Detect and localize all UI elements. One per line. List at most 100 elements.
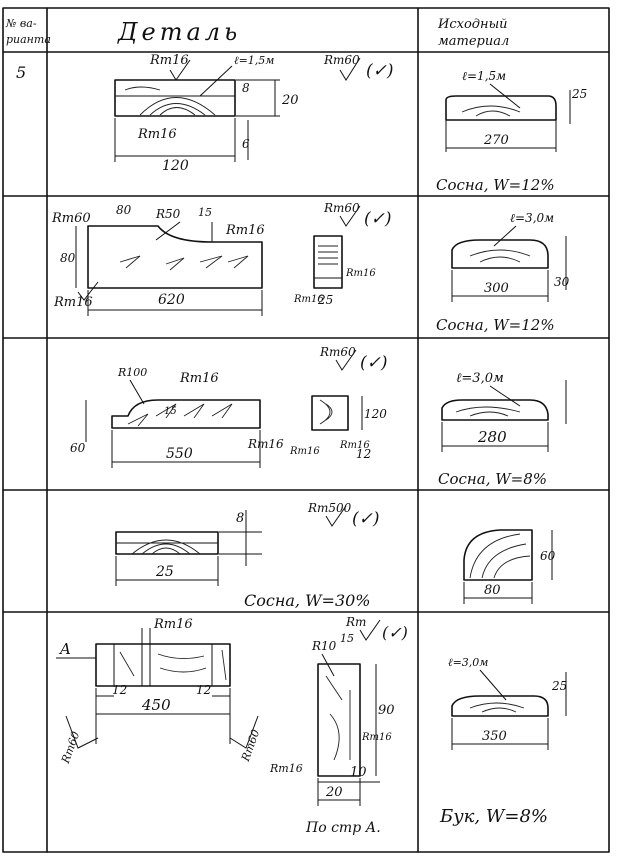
dimension-height: 25 <box>551 679 567 693</box>
wood-grain <box>131 539 201 555</box>
view-marker: A <box>58 640 71 658</box>
material-drawing-1: 270 25 ℓ=1,5м Сосна, W=12% <box>436 69 587 194</box>
section-width: 25 <box>317 293 333 307</box>
row-4: 25 8 Rm500 (✓) Сосна, W=30% 80 60 <box>115 501 556 610</box>
table-grid <box>2 7 610 853</box>
radius-note: R10 <box>311 639 337 653</box>
section-height: 90 <box>378 703 395 718</box>
roughness-top: Rm16 <box>179 371 219 386</box>
roughness-note: Rm <box>345 615 366 629</box>
dimension-length: 450 <box>141 696 171 714</box>
detail-drawing-3: 550 60 R100 15 Rm16 Rm16 120 12 Rm16 Rm1… <box>70 345 388 468</box>
material-drawing-2: 300 30 ℓ=3,0м Сосна, W=12% <box>436 211 570 334</box>
leader-line <box>321 653 335 677</box>
length-note: ℓ=3,0м <box>456 371 504 386</box>
roughness-symbol <box>359 619 381 641</box>
blank-outline <box>463 529 533 581</box>
leader-line <box>493 225 517 247</box>
section-outline <box>313 235 343 289</box>
dimension-width: 270 <box>483 133 509 148</box>
roughness-right: Rm16 <box>247 437 284 451</box>
blank-outline <box>445 95 557 121</box>
wood-grain <box>469 249 531 263</box>
dimension-height: 25 <box>571 87 587 101</box>
part-outline <box>87 225 263 289</box>
detail-drawing-4: 25 8 Rm500 (✓) Сосна, W=30% <box>115 501 380 610</box>
roughness-check: (✓) <box>366 61 394 81</box>
wood-grain <box>127 403 233 427</box>
section-height: 120 <box>364 407 387 421</box>
dimension-length: 550 <box>166 446 193 462</box>
roughness-note: Rm500 <box>307 501 352 515</box>
dimension-thickness: 8 <box>236 511 244 526</box>
header-variant-line2: рианта <box>6 33 51 46</box>
part-outline <box>111 399 261 429</box>
wood-grain <box>455 406 521 417</box>
dimension-notch: 15 <box>198 206 212 219</box>
roughness-note: Rm60 <box>323 201 360 215</box>
length-note: ℓ=3,0м <box>448 656 488 669</box>
row-3: 550 60 R100 15 Rm16 Rm16 120 12 Rm16 Rm1… <box>70 345 567 488</box>
row-2: 620 80 80 R50 15 Rm60 Rm16 Rm16 25 Rm16 … <box>51 201 570 334</box>
header-material-line2: материал <box>438 34 509 49</box>
material-spec: Бук, W=8% <box>439 806 548 827</box>
roughness-check: (✓) <box>364 209 392 229</box>
leader-line <box>489 83 521 109</box>
roughness-top: Rm16 <box>149 53 189 68</box>
leader-line <box>155 221 181 241</box>
dimension-height: 60 <box>540 549 556 563</box>
wood-grain <box>469 533 531 579</box>
roughness-bottom: Rm16 <box>137 127 177 142</box>
wood-grain <box>119 255 249 271</box>
header-material-line1: Исходный <box>437 17 508 32</box>
leader-line <box>129 379 145 405</box>
dimension-height: 20 <box>281 93 299 108</box>
section-outline <box>317 663 361 777</box>
table-header: № ва- рианта Деталь Исходный материал <box>5 17 509 49</box>
dimension-base: 20 <box>325 785 343 800</box>
detail-drawing-5: A Rm16 12 12 450 Rm60 Rm60 R10 1 <box>56 615 408 836</box>
section-grain <box>318 245 338 265</box>
roughness-symbol <box>65 715 99 749</box>
section-roughness-left: Rm16 <box>269 762 303 775</box>
dimension-offset: 15 <box>164 406 177 417</box>
leader-line <box>199 65 233 97</box>
length-note: ℓ=3,0м <box>510 211 554 225</box>
roughness-symbol <box>335 349 357 371</box>
section-roughness-right: Rm16 <box>345 268 376 279</box>
part-outline <box>95 643 231 687</box>
wood-grain <box>124 86 216 116</box>
roughness-top: Rm16 <box>153 617 193 632</box>
roughness-symbol <box>77 281 99 301</box>
material-drawing-3: 280 ℓ=3,0м Сосна, W=8% <box>438 371 567 488</box>
dimension-height: 80 <box>60 251 76 265</box>
dimension-right: 12 <box>196 683 211 697</box>
roughness-check: (✓) <box>352 509 380 529</box>
roughness-check: (✓) <box>382 623 408 642</box>
dimension-height: 60 <box>70 441 86 455</box>
roughness-right: Rm16 <box>225 223 265 238</box>
section-outline <box>311 395 349 431</box>
dimension-width: 80 <box>484 583 501 598</box>
wood-grain <box>461 105 521 117</box>
radius-note: R50 <box>155 207 181 221</box>
roughness-note: Rm60 <box>319 345 356 359</box>
roughness-left: Rm60 <box>51 211 91 226</box>
dimension-step: 80 <box>116 203 132 217</box>
leader-line <box>479 669 507 701</box>
section-roughness-left: Rm16 <box>293 294 324 305</box>
radius-note: R100 <box>117 366 147 379</box>
blank-outline <box>451 239 549 269</box>
material-spec: Сосна, W=30% <box>244 591 371 610</box>
detail-drawing-2: 620 80 80 R50 15 Rm60 Rm16 Rm16 25 Rm16 … <box>51 201 392 316</box>
blank-outline <box>451 695 549 717</box>
roughness-symbol <box>339 205 361 227</box>
dimension-height: 30 <box>554 275 570 289</box>
dimension-width: 300 <box>484 281 509 296</box>
roughness-check: (✓) <box>360 353 388 373</box>
variant-number: 5 <box>16 63 26 82</box>
header-variant-line1: № ва- <box>5 17 37 30</box>
section-roughness-right: Rm16 <box>361 732 392 743</box>
leader-line <box>489 385 521 407</box>
